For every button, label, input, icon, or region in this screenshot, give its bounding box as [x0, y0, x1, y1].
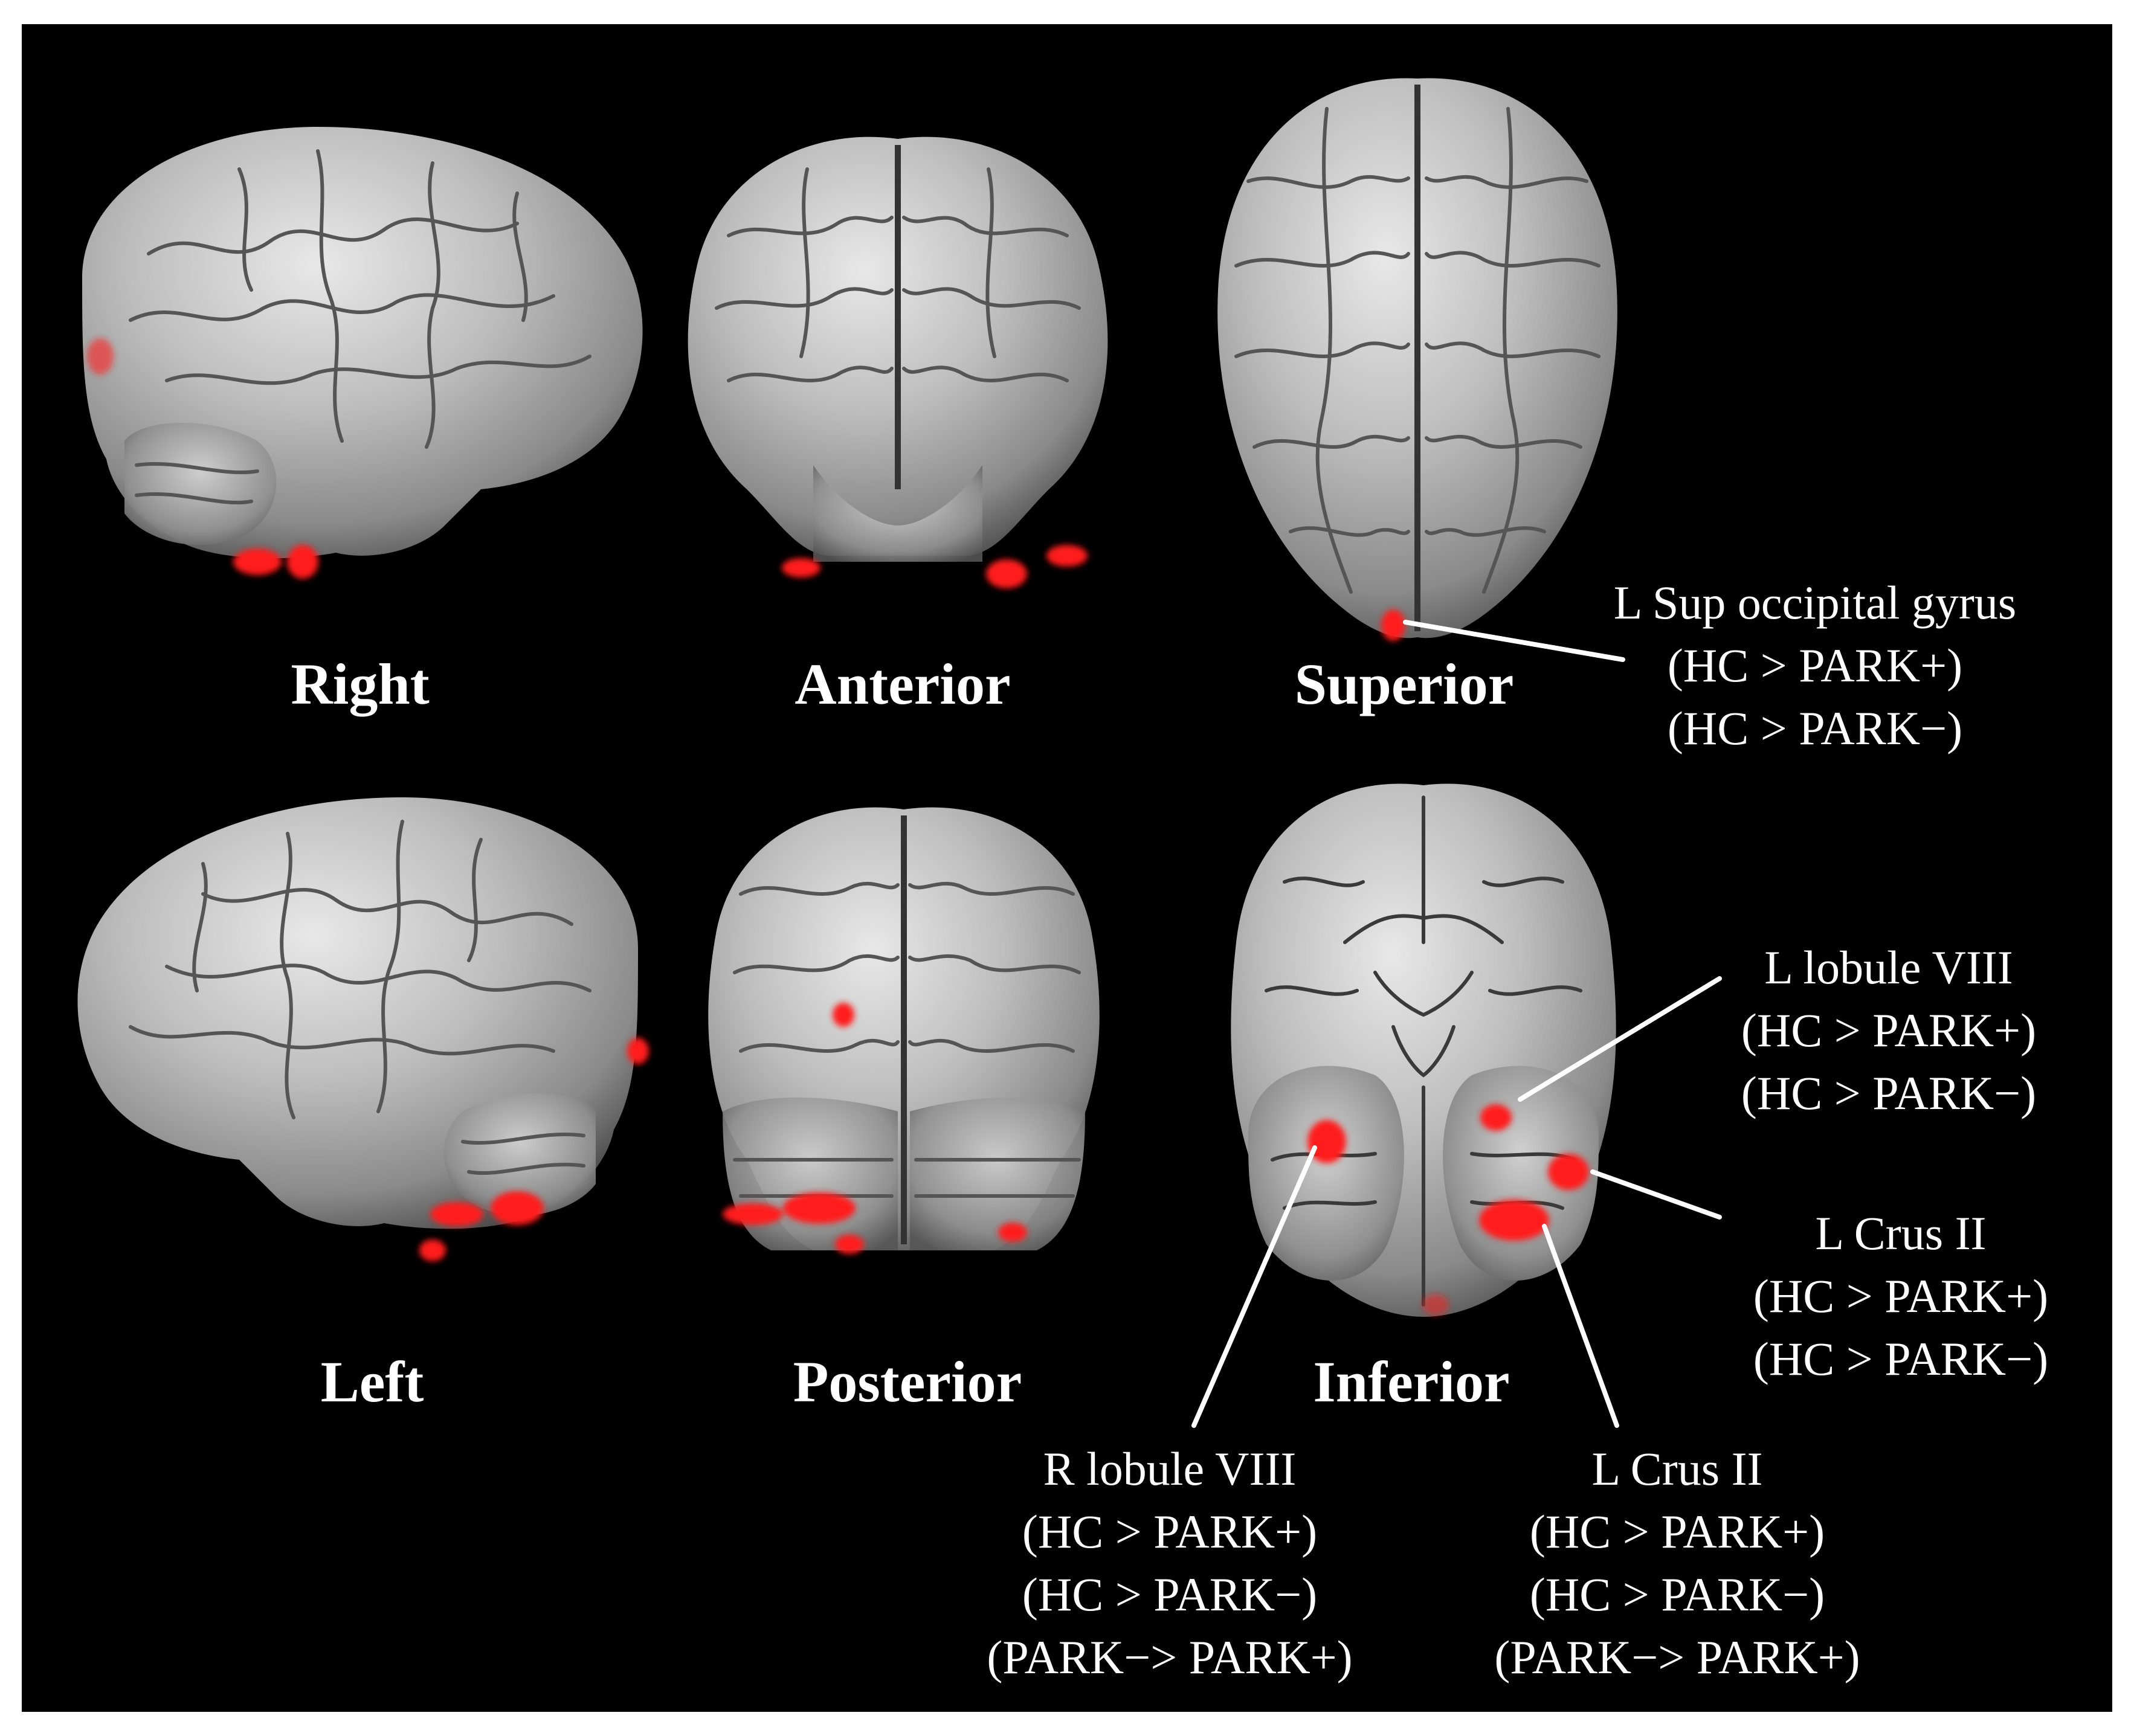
- view-label-left: Left: [320, 1349, 424, 1414]
- region-label: L Crus II: [1815, 1207, 1987, 1259]
- leader-line-sup-occipital: [1403, 620, 1625, 662]
- region-label: L Crus II: [1591, 1442, 1763, 1495]
- region-label: L lobule VIII: [1764, 941, 2013, 994]
- leader-line-l-crus-ii-upper: [1590, 1169, 1722, 1220]
- annotation-l-sup-occipital: L Sup occipital gyrus (HC > PARK+) (HC >…: [1614, 571, 2017, 760]
- brain-right-view: [82, 127, 643, 579]
- brain-inferior-view: [1231, 783, 1616, 1317]
- region-label: L Sup occipital gyrus: [1613, 576, 2017, 629]
- contrast-label: (HC > PARK−): [1753, 1333, 2049, 1385]
- contrast-label: (HC > PARK+): [1529, 1505, 1825, 1558]
- figure-panel: Right Anterior Superior Left Posterior I…: [22, 24, 2112, 1712]
- brain-superior-view: [1217, 78, 1617, 641]
- annotation-l-crus-ii-upper: L Crus II (HC > PARK+) (HC > PARK−): [1753, 1202, 2048, 1390]
- brain-anterior-view: [688, 137, 1108, 588]
- contrast-label: (HC > PARK+): [1022, 1505, 1318, 1558]
- contrast-label: (HC > PARK−): [1667, 702, 1963, 754]
- contrast-label: (HC > PARK−): [1529, 1568, 1825, 1621]
- view-label-right: Right: [291, 652, 430, 716]
- annotation-l-crus-ii-lower: L Crus II (HC > PARK+) (HC > PARK−) (PAR…: [1494, 1438, 1860, 1689]
- leader-line-l-lobule-viii: [1518, 976, 1722, 1102]
- view-label-posterior: Posterior: [793, 1349, 1022, 1414]
- region-label: R lobule VIII: [1043, 1442, 1297, 1495]
- contrast-label: (HC > PARK−): [1022, 1568, 1318, 1621]
- view-label-superior: Superior: [1294, 652, 1514, 716]
- contrast-label: (HC > PARK+): [1753, 1270, 2049, 1322]
- contrast-label: (HC > PARK−): [1741, 1067, 2037, 1119]
- brain-posterior-view: [708, 807, 1100, 1254]
- annotation-l-lobule-viii: L lobule VIII (HC > PARK+) (HC > PARK−): [1741, 936, 2036, 1125]
- leader-line-r-lobule-viii: [1191, 1145, 1317, 1428]
- leader-line-l-crus-ii-lower: [1542, 1224, 1619, 1428]
- view-label-anterior: Anterior: [795, 652, 1011, 716]
- contrast-label: (PARK−> PARK+): [987, 1631, 1353, 1683]
- contrast-label: (HC > PARK+): [1667, 639, 1963, 692]
- annotation-r-lobule-viii: R lobule VIII (HC > PARK+) (HC > PARK−) …: [987, 1438, 1352, 1689]
- brain-left-view: [77, 797, 649, 1261]
- contrast-label: (PARK−> PARK+): [1494, 1631, 1860, 1683]
- contrast-label: (HC > PARK+): [1741, 1004, 2037, 1056]
- annotation-leader-lines: [1191, 620, 1722, 1428]
- view-label-inferior: Inferior: [1313, 1349, 1510, 1414]
